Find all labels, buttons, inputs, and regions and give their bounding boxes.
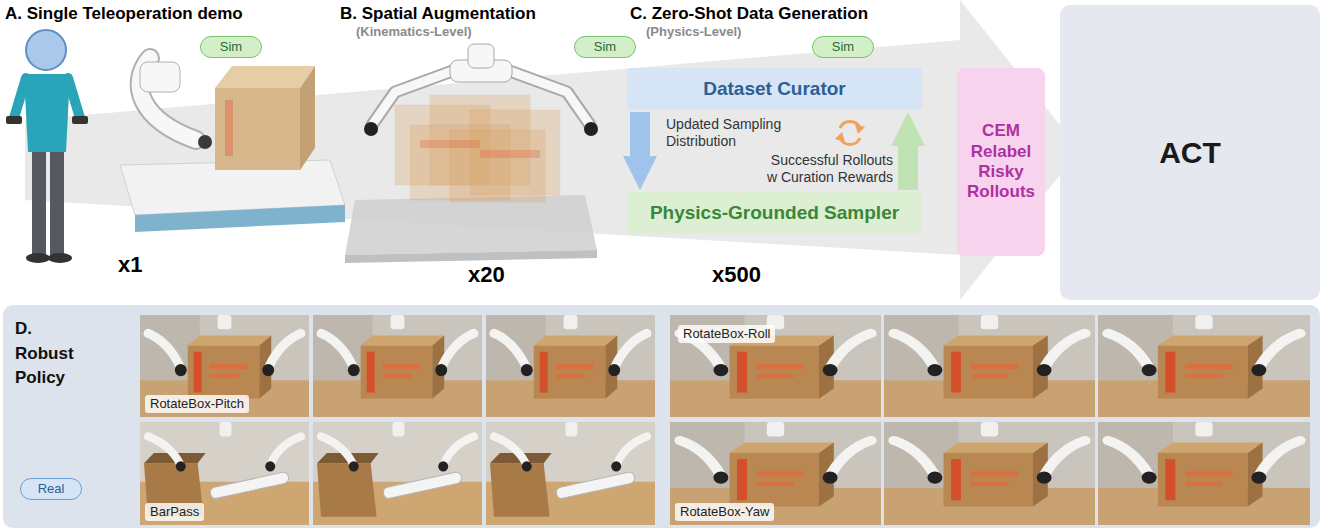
curator-box: Dataset Curator [627,68,922,110]
task-photo: RotateBox-Yaw [670,422,1310,525]
task-photo: RotateBox-Roll [670,315,1310,417]
sim-badge-text: Sim [594,39,616,55]
robot-scene [120,58,345,232]
cycle-icon [835,122,865,145]
task-photo-text: RotateBox-Roll [678,325,775,343]
policy-panel: D. Robust PolicyRotateBox-PitchRotateBox… [3,305,1320,528]
task-photo-text: BarPass [145,503,204,521]
pipeline-arrow [25,0,1080,300]
task-photo: RotateBox-Pitch [140,315,655,417]
augmentation-scene [345,44,598,263]
policy-model-box-text: ACT [1159,135,1221,171]
count-label: x20 [468,262,505,288]
count-label: x500 [712,262,761,288]
sim-badge: Sim [574,36,636,58]
task-photo-text: RotateBox-Yaw [675,503,774,521]
sim-badge-text: Sim [220,39,242,55]
operator-figure [6,30,88,263]
sim-badge: Sim [200,36,262,58]
flow-arrow [630,112,650,156]
robot-photos [140,315,1310,525]
stage-subheading: (Physics-Level) [646,24,741,40]
curator-box-text: Dataset Curator [703,78,846,101]
stage-subheading: (Kinematics-Level) [356,24,472,40]
stage-heading: B. Spatial Augmentation [340,4,536,24]
count-label: x1 [118,252,142,278]
relabel-box-text: CEM Relabel Risky Rollouts [964,121,1038,203]
stage-heading: A. Single Teleoperation demo [5,4,243,24]
task-photo-text: RotateBox-Pitch [145,395,249,413]
sampler-box-text: Physics-Grounded Sampler [650,202,899,225]
flow-arrow [898,146,918,190]
edge-label: Updated Sampling Distribution [666,116,796,150]
real-badge: Real [20,478,82,500]
policy-panel-text: D. Robust Policy [15,317,85,391]
policy-panel-ground [3,305,1320,528]
sim-badge-text: Sim [832,39,854,55]
sim-badge: Sim [812,36,874,58]
stage-heading: C. Zero-Shot Data Generation [630,4,868,24]
relabel-box: CEM Relabel Risky Rollouts [957,68,1045,256]
task-photo: BarPass [140,422,655,525]
edge-label: Successful Rollouts w Curation Rewards [763,152,893,186]
real-badge-text: Real [38,481,65,497]
policy-model-box: ACT [1060,5,1320,300]
sampler-box: Physics-Grounded Sampler [627,192,922,234]
